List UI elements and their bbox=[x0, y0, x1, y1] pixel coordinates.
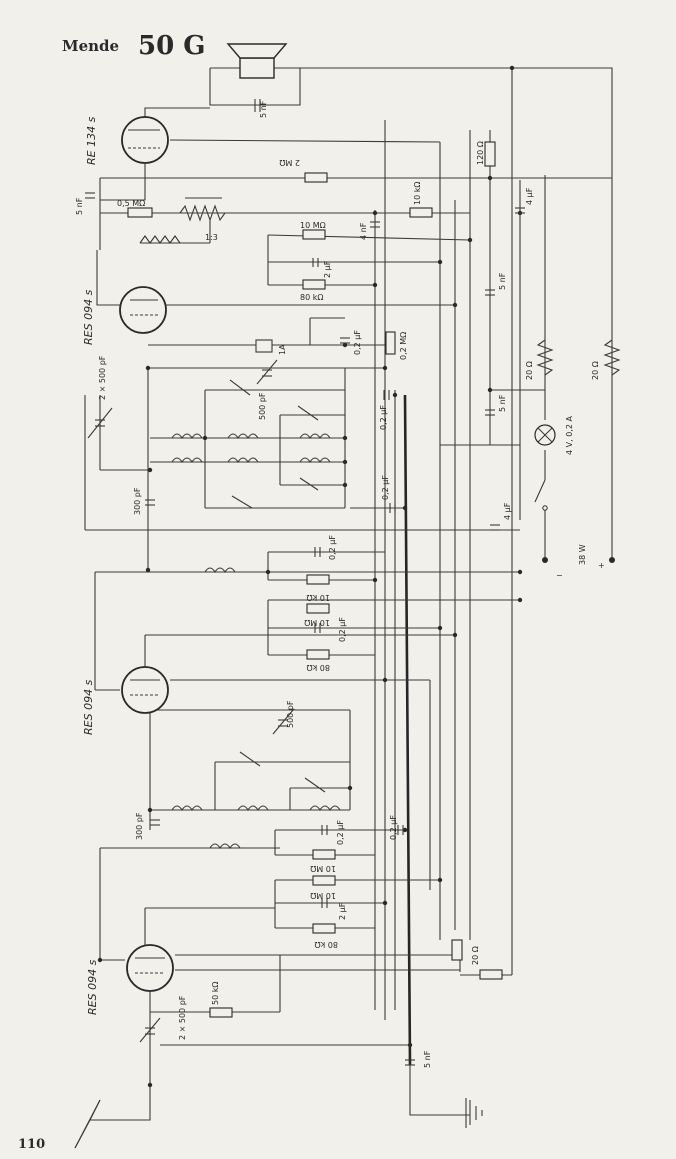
label-c-2uf-1: 2 µF bbox=[323, 260, 332, 278]
label-c-2x500pf-bottom: 2 × 500 pF bbox=[178, 995, 187, 1040]
tube-icon bbox=[119, 286, 167, 334]
label-c-300pf-1: 300 pF bbox=[133, 487, 142, 515]
label-r-10k-top: 10 kΩ bbox=[413, 182, 422, 205]
label-c-500pf-2: 500 pF bbox=[286, 700, 295, 728]
label-r-10k-2: 10 kΩ bbox=[307, 593, 330, 602]
label-c-02uf-1: 0,2 µF bbox=[353, 330, 362, 355]
label-r-10m-4: 10 MΩ bbox=[310, 891, 336, 900]
label-power: 38 W bbox=[578, 544, 587, 565]
label-c-5nf-bottom: 5 nF bbox=[423, 1050, 432, 1068]
label-c-1a: 1A bbox=[278, 344, 287, 355]
label-r-50k: 50 kΩ bbox=[211, 982, 220, 1005]
label-r-02m: 0,2 MΩ bbox=[399, 332, 408, 360]
label-r-10m-2: 10 MΩ bbox=[304, 618, 330, 627]
label-r-80k-3: 80 kΩ bbox=[315, 940, 338, 949]
label-r-120: 120 Ω bbox=[476, 141, 485, 165]
label-minus: − bbox=[556, 571, 563, 580]
switch-icon bbox=[229, 379, 326, 793]
switch-icon bbox=[534, 479, 548, 511]
junction-dots bbox=[97, 65, 523, 1088]
component-labels: 120 Ω 2 MΩ 5 nF 0,5 MΩ 1:3 10 kΩ 4 µF 10… bbox=[75, 141, 605, 1068]
wiring bbox=[74, 67, 613, 1149]
label-r-05m: 0,5 MΩ bbox=[117, 199, 145, 208]
label-c-4uf-top: 4 µF bbox=[525, 187, 534, 205]
label-c-5nf-lower: 5 nF bbox=[498, 394, 507, 412]
label-r-10m-1: 10 MΩ bbox=[300, 221, 326, 230]
label-r-20-right: 20 Ω bbox=[591, 361, 600, 380]
terminal-plus bbox=[609, 557, 615, 563]
label-r-20-heater: 20 Ω bbox=[525, 361, 534, 380]
antenna-icon bbox=[74, 1099, 101, 1149]
label-r-2m-top: 2 MΩ bbox=[279, 158, 300, 167]
terminal-minus bbox=[542, 557, 548, 563]
resistor-icon bbox=[127, 141, 503, 1018]
coil-icon bbox=[171, 433, 341, 850]
label-c-4nf: 4 nF bbox=[359, 222, 368, 240]
tube-label: RES 094 s bbox=[82, 289, 95, 345]
tube-label: RES 094 s bbox=[82, 679, 95, 735]
label-plus: + bbox=[598, 561, 605, 570]
capacitor-icon bbox=[85, 192, 525, 1066]
label-c-02uf-6: 0,2 µF bbox=[389, 815, 398, 840]
label-c-2uf-2: 2 µF bbox=[338, 902, 347, 920]
potentiometer-icon bbox=[255, 339, 273, 353]
label-c-500pf-1: 500 pF bbox=[258, 392, 267, 420]
label-r-80k-2: 80 kΩ bbox=[307, 663, 330, 672]
label-c-300pf-2: 300 pF bbox=[135, 812, 144, 840]
label-lamp: 4 V, 0,2 A bbox=[565, 416, 574, 455]
label-c-speaker: 5 nF bbox=[259, 100, 268, 118]
label-r-20-bias: 20 Ω bbox=[471, 946, 480, 965]
tube-label: RE 134 s bbox=[85, 116, 98, 165]
label-c-02uf-4: 0,2 µF bbox=[338, 617, 347, 642]
model-label: 50 G bbox=[138, 31, 205, 61]
label-c-5nf-mid: 5 nF bbox=[498, 272, 507, 290]
label-c-5nf-left: 5 nF bbox=[75, 197, 84, 215]
label-r-80k-1: 80 kΩ bbox=[300, 293, 323, 302]
label-c-02uf-mid: 0,2 µF bbox=[379, 405, 388, 430]
resistor-icon bbox=[536, 339, 621, 376]
label-c-02uf-2: 0,2 µF bbox=[381, 475, 390, 500]
lamp-icon bbox=[534, 424, 556, 446]
variable-capacitor-icon bbox=[87, 359, 294, 1043]
label-c-02uf-5: 0,2 µF bbox=[336, 820, 345, 845]
label-c-2x500pf-top: 2 × 500 pF bbox=[98, 355, 107, 400]
transformer-icon bbox=[139, 197, 226, 244]
brand-label: Mende bbox=[62, 37, 119, 55]
label-r-10m-3: 10 MΩ bbox=[310, 864, 336, 873]
speaker-icon bbox=[226, 43, 288, 79]
page-number: 110 bbox=[18, 1137, 45, 1152]
tube-icon bbox=[121, 116, 169, 164]
tube-icon bbox=[121, 666, 169, 714]
capacitor-speaker bbox=[254, 99, 261, 112]
tube-icon bbox=[126, 944, 174, 992]
label-c-02uf-3: 0,2 µF bbox=[328, 535, 337, 560]
label-c-4uf-mid: 4 µF bbox=[503, 502, 512, 520]
tube-label: RES 094 s bbox=[86, 959, 99, 1015]
label-transformer-ratio: 1:3 bbox=[205, 233, 218, 242]
